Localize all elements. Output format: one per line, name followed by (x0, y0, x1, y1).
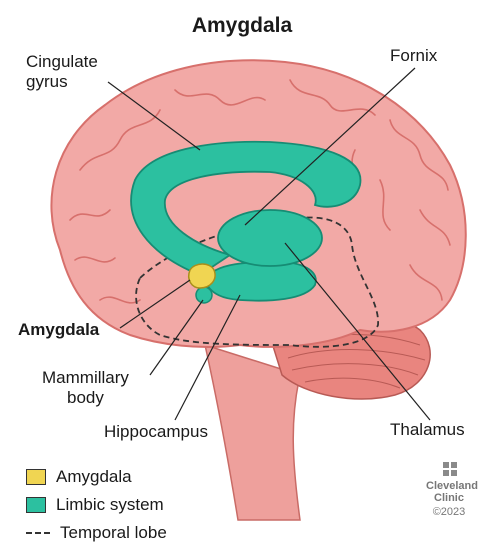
mammillary-body (195, 286, 213, 304)
legend-label-amygdala: Amygdala (56, 467, 132, 486)
legend-dash-temporal (26, 532, 50, 534)
label-thalamus: Thalamus (390, 420, 465, 439)
legend-label-temporal: Temporal lobe (60, 523, 167, 542)
legend-swatch-amygdala (26, 469, 46, 485)
thalamus (217, 209, 323, 267)
brand-copyright: ©2023 (432, 506, 466, 518)
leader-lines (107, 67, 431, 421)
label-mammillary-body: Mammillary body (42, 368, 129, 408)
legend-swatch-limbic (26, 497, 46, 513)
clinic-logo-icon (443, 462, 457, 476)
limbic-hippocampus (204, 261, 317, 302)
cerebrum (50, 59, 467, 348)
label-hippocampus: Hippocampus (104, 422, 208, 441)
diagram-title: Amygdala (191, 14, 293, 37)
brand-name-line2: Clinic (434, 492, 464, 504)
legend-item-amygdala: Amygdala (26, 466, 132, 488)
label-mammillary-line1: Mammillary (42, 368, 129, 387)
label-cingulate-line2: gyrus (26, 72, 68, 91)
limbic-arc (130, 140, 362, 277)
label-cingulate-gyrus: Cingulate gyrus (26, 52, 98, 92)
label-fornix: Fornix (390, 46, 438, 65)
brain-stem (203, 343, 301, 521)
branding: Cleveland Clinic ©2023 (426, 480, 478, 518)
legend-item-temporal-lobe: Temporal lobe (26, 522, 167, 544)
legend-label-limbic: Limbic system (56, 495, 164, 514)
label-amygdala: Amygdala (18, 320, 100, 339)
amygdala (188, 263, 216, 289)
legend-item-limbic-system: Limbic system (26, 494, 164, 516)
label-mammillary-line2: body (67, 388, 104, 407)
brand-name-line1: Cleveland (426, 480, 478, 492)
label-cingulate-line1: Cingulate (26, 52, 98, 71)
